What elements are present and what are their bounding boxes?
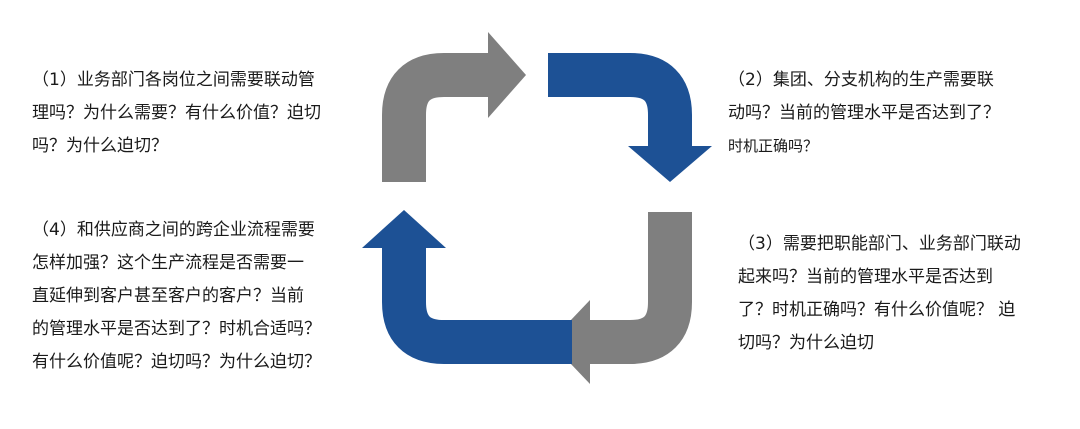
text-line: （3）需要把职能部门、业务部门联动 xyxy=(738,234,1021,254)
text-line: 吗？为什么迫切？ xyxy=(32,136,168,156)
step-2-text: （2）集团、分支机构的生产需要联 动吗？当前的管理水平是否达到了？ 时机正确吗？ xyxy=(728,64,1000,163)
step-3-text: （3）需要把职能部门、业务部门联动 起来吗？当前的管理水平是否达到 了？时机正确… xyxy=(738,228,1021,360)
arrow-top-left-gray xyxy=(382,32,526,182)
text-line: 动吗？当前的管理水平是否达到了？ xyxy=(728,103,1000,123)
text-line: 有什么价值呢？迫切吗？为什么迫切？ xyxy=(32,352,321,372)
text-line: 了？时机正确吗？有什么价值呢？ 迫 xyxy=(738,300,1016,320)
arrow-bottom-left-blue xyxy=(362,210,572,364)
text-line: （2）集团、分支机构的生产需要联 xyxy=(728,70,994,90)
text-line: 起来吗？当前的管理水平是否达到 xyxy=(738,267,993,287)
text-line: （1）业务部门各岗位之间需要联动管 xyxy=(32,70,315,90)
arrow-top-right-blue xyxy=(548,53,712,182)
text-line: （4）和供应商之间的跨企业流程需要 xyxy=(32,220,315,240)
text-line: 切吗？为什么迫切 xyxy=(738,333,874,353)
text-line: 直延伸到客户甚至客户的客户？当前 xyxy=(32,286,304,306)
text-line: 怎样加强？这个生产流程是否需要一 xyxy=(32,253,304,273)
text-line: 的管理水平是否达到了？时机合适吗？ xyxy=(32,319,321,339)
text-line: 理吗？为什么需要？有什么价值？迫切 xyxy=(32,103,321,123)
text-line: 时机正确吗？ xyxy=(728,137,819,155)
step-1-text: （1）业务部门各岗位之间需要联动管 理吗？为什么需要？有什么价值？迫切 吗？为什… xyxy=(32,64,321,163)
step-4-text: （4）和供应商之间的跨企业流程需要 怎样加强？这个生产流程是否需要一 直延伸到客… xyxy=(32,214,321,379)
